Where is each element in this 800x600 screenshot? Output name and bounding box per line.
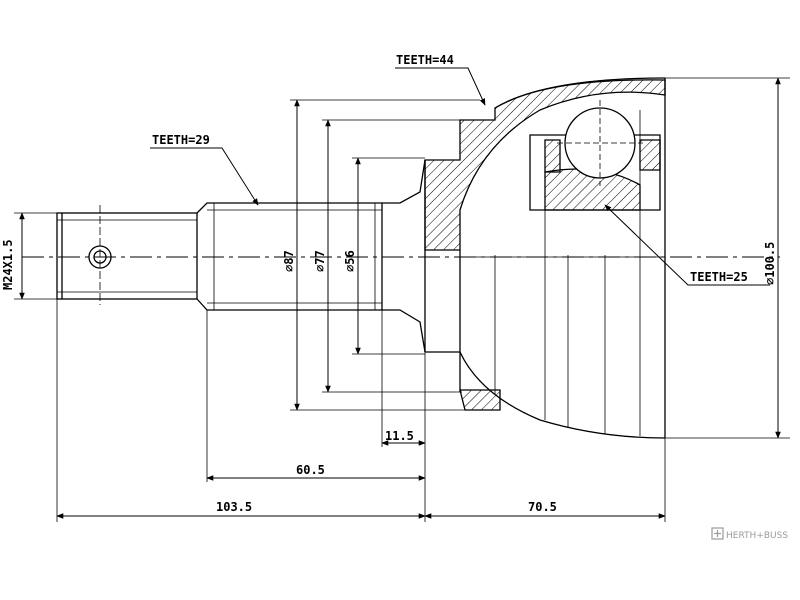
diameter-56-label: ⌀56: [343, 250, 357, 272]
watermark: HERTH+BUSS: [711, 527, 788, 541]
shaft-neck: [382, 159, 426, 353]
teeth-29-label: TEETH=29: [152, 133, 210, 147]
watermark-text: HERTH+BUSS: [726, 531, 788, 541]
diameter-87-label: ⌀87: [282, 250, 296, 272]
extension-lines: [14, 77, 790, 522]
leader-lines: [150, 67, 770, 286]
bell-wall-lower: [459, 389, 501, 411]
herth-buss-logo-icon: [711, 527, 724, 540]
dimension-103-5-label: 103.5: [216, 500, 252, 514]
teeth-44-label: TEETH=44: [396, 53, 454, 67]
threaded-tip: [56, 205, 198, 305]
thread-spec-label: M24X1.5: [1, 239, 15, 290]
teeth-25-label: TEETH=25: [690, 270, 748, 284]
cotter-pin-hole: [88, 245, 112, 269]
dimension-60-5-label: 60.5: [296, 463, 325, 477]
dimension-11-5-label: 11.5: [385, 429, 414, 443]
diameter-77-label: ⌀77: [313, 250, 327, 272]
diameter-100-5-label: ⌀100.5: [763, 242, 777, 285]
dimension-70-5-label: 70.5: [528, 500, 557, 514]
